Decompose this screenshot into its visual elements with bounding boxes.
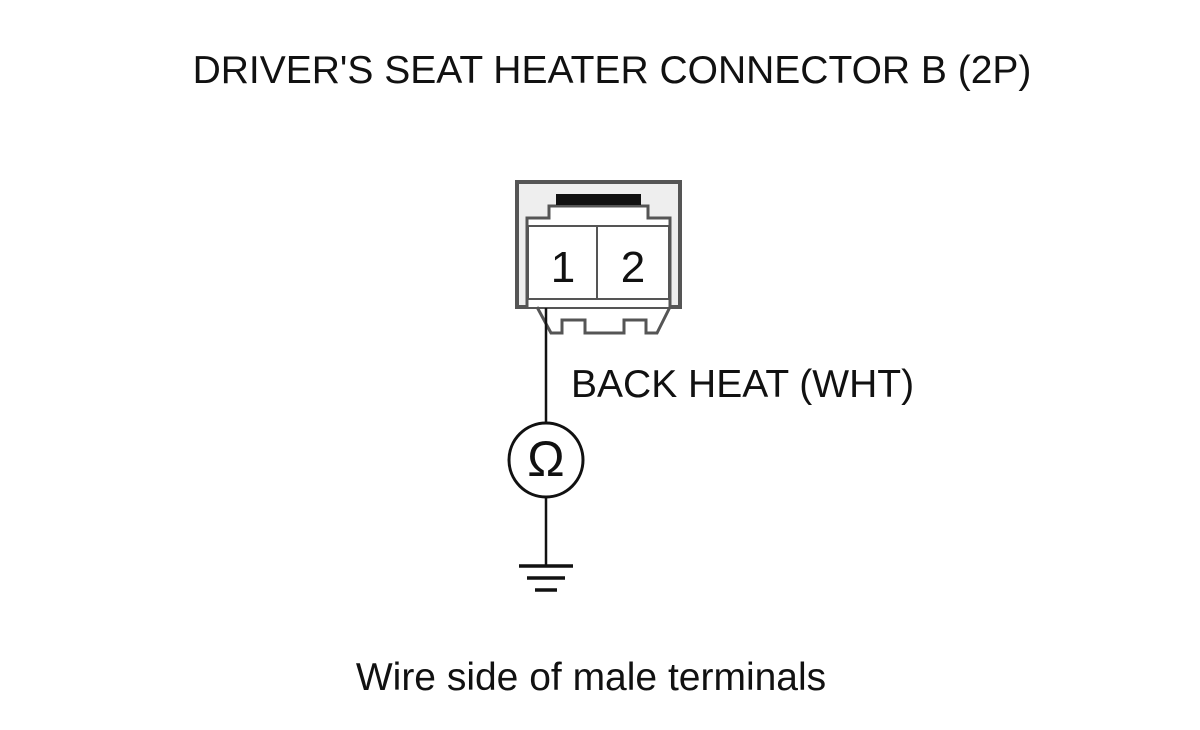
terminal-number-2: 2 — [621, 243, 645, 292]
connector-foot-right — [606, 306, 672, 335]
ground-icon — [519, 564, 573, 592]
ohmmeter-icon: Ω — [507, 421, 585, 499]
connector-2p: 1 2 — [515, 180, 682, 335]
terminal-number-1: 1 — [551, 243, 575, 292]
wire-label: BACK HEAT (WHT) — [571, 363, 914, 406]
diagram-caption: Wire side of male terminals — [356, 656, 826, 699]
terminal-cell-2 — [596, 225, 670, 300]
diagram-title: DRIVER'S SEAT HEATER CONNECTOR B (2P) — [193, 49, 1032, 92]
terminal-cell-1 — [527, 225, 598, 300]
connector-latch — [556, 194, 641, 205]
connector-foot-left — [535, 306, 606, 335]
ohm-symbol: Ω — [527, 431, 564, 487]
